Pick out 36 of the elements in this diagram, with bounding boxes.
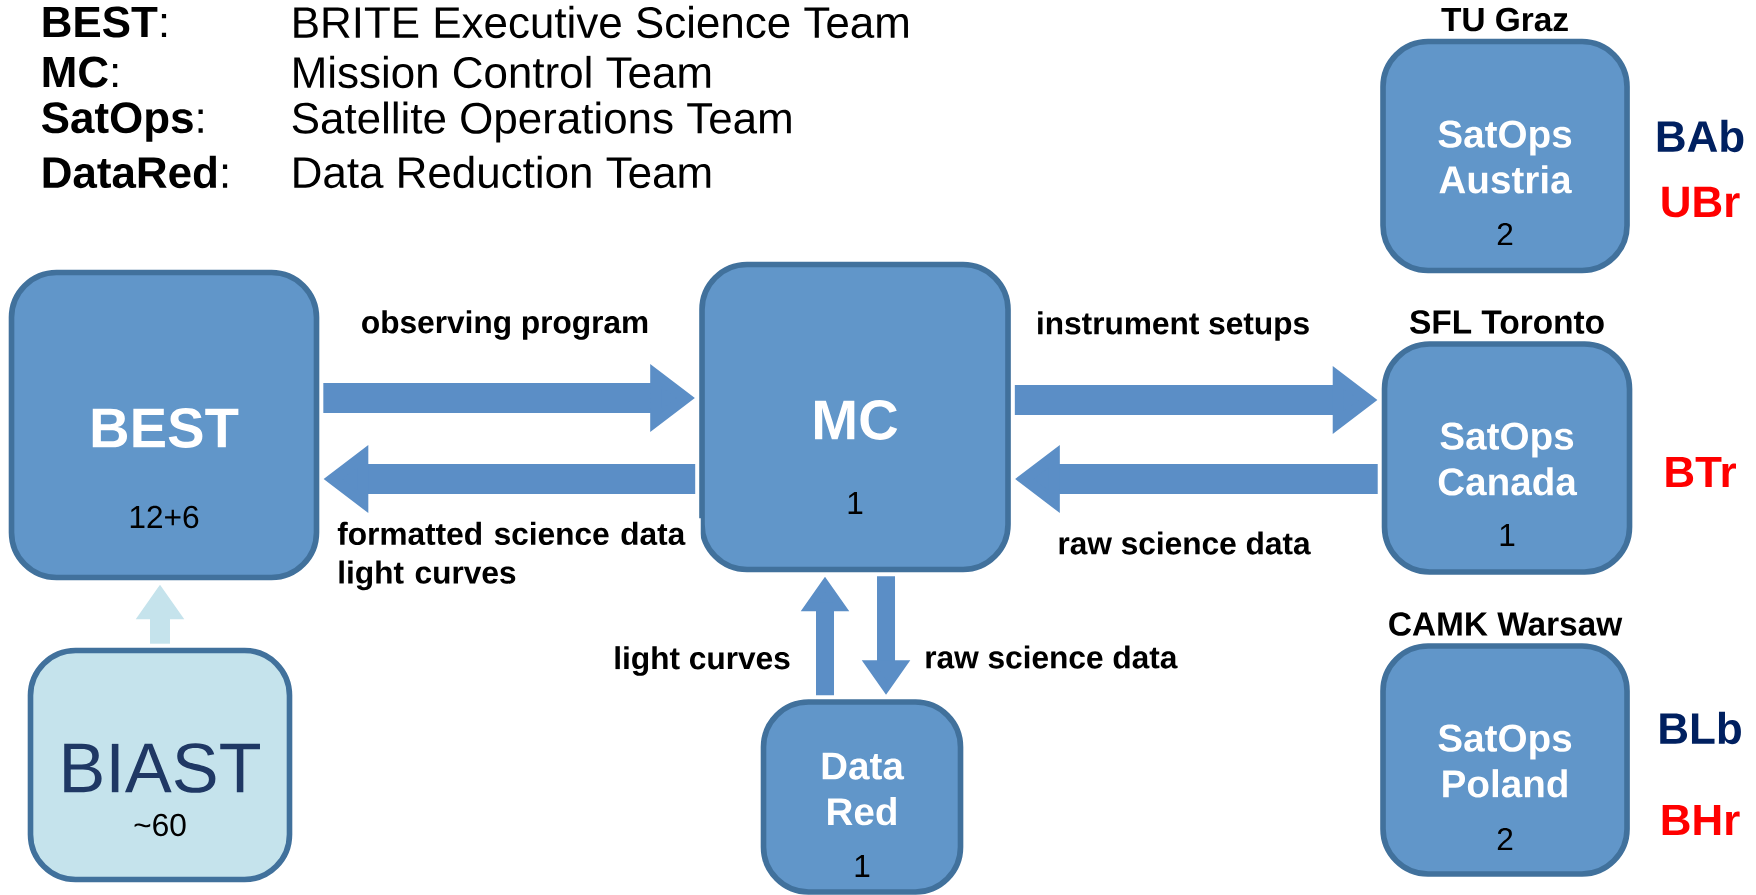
box-title: MC [815,400,898,440]
satellite-name: BHr [1662,804,1740,836]
edge-label: light curves [609,642,795,680]
box-title: BIAST [64,743,260,793]
edge-label: raw science data [1053,527,1315,559]
box-title: SatOps Canada [1438,422,1578,496]
edge-label: formatted science data light curves [333,518,701,594]
definition-text: Satellite Operations Team [292,101,791,143]
site-heading: CAMK Warsaw [1389,612,1623,636]
box-title: Data Red [822,752,905,826]
definition-text: BEST: [43,6,167,38]
site-heading: TU Graz [1441,7,1568,32]
edge-label: observing program [357,306,653,344]
satellite-name: UBr [1662,186,1740,218]
satellite-name: BAb [1657,119,1744,153]
member-count: ~60 [134,813,186,837]
satellite-name: BTr [1666,456,1736,488]
definition-text: Mission Control Team [294,55,711,89]
box-title: SatOps Austria [1438,120,1572,194]
definition-text: Data Reduction Team [294,155,711,189]
member-count: 1 [848,492,863,514]
satellite-name: BLb [1660,711,1741,745]
site-heading: SFL Toronto [1410,310,1604,334]
definition-text: DataRed: [43,155,228,189]
member-count: 2 [1497,222,1513,246]
edge-label: instrument setups [1032,307,1314,345]
edge-label: raw science data [920,641,1181,673]
definition-text: SatOps: [42,102,203,142]
box-title: BEST [92,408,239,448]
definition-text: BRITE Executive Science Team [294,5,908,39]
member-count: 1 [1500,524,1515,546]
box-title: SatOps Poland [1438,724,1572,798]
member-count: 12+6 [130,505,199,529]
member-count: 1 [855,855,870,877]
definition-text: MC: [43,56,118,88]
member-count: 2 [1497,827,1513,851]
